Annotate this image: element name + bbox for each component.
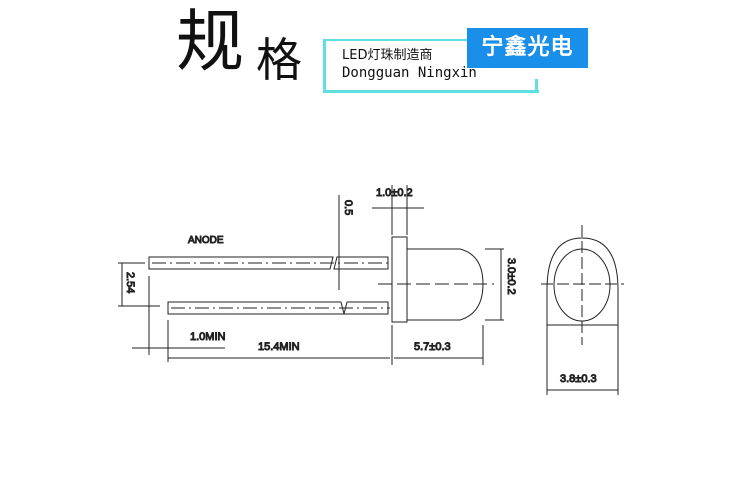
body-length-label: 5.7±0.3 (414, 341, 451, 353)
brand-badge: 宁鑫光电 (467, 28, 588, 68)
flange (391, 236, 408, 323)
flange-dim (372, 185, 424, 235)
subtitle-cn: LED灯珠制造商 (342, 48, 433, 63)
subtitle-en: Dongguan Ningxin (342, 65, 477, 81)
min-short-label: 1.0MIN (190, 331, 226, 343)
anode-label: ANODE (188, 235, 224, 246)
title-char-1: 规 (176, 3, 245, 82)
upper-lead (148, 256, 389, 270)
title-char-2: 格 (256, 33, 302, 87)
flange-label: 1.0±0.2 (376, 187, 413, 199)
lead-length-label: 15.4MIN (258, 341, 300, 353)
pitch-dim (118, 262, 160, 307)
gap-label: 0.5 (342, 200, 354, 215)
front-centerlines (541, 225, 624, 345)
pitch-label: 2.54 (124, 272, 136, 293)
brand-frame-tick (535, 79, 538, 92)
flange-dia-dim (546, 290, 619, 395)
brand-frame (323, 39, 539, 93)
diameter-dim (485, 248, 504, 321)
diameter-label: 3.0±0.2 (505, 258, 517, 295)
lower-lead (167, 301, 389, 315)
front-outline (546, 237, 619, 326)
flange-dia-label: 3.8±0.3 (560, 373, 597, 385)
extension-lines (148, 276, 484, 365)
lead-centerlines (152, 262, 390, 309)
